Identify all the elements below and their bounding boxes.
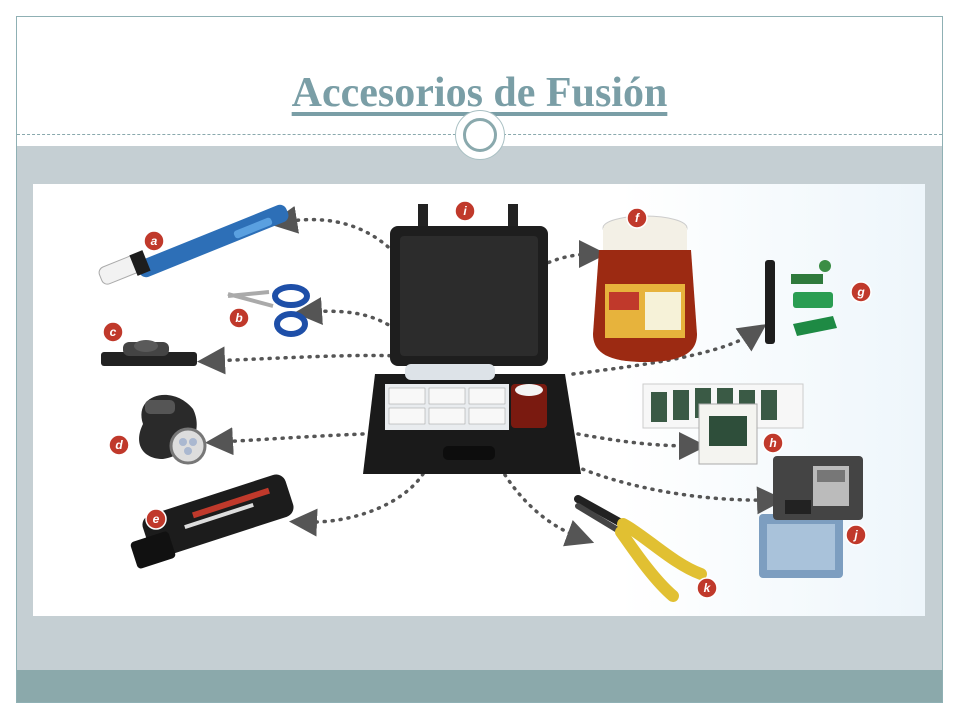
headlamp-icon — [139, 394, 207, 465]
arrow-h — [576, 431, 707, 460]
callout-letter-j: j — [852, 528, 858, 542]
callout-letter-k: k — [704, 581, 712, 595]
callout-letter-a: a — [151, 234, 158, 248]
arrow-c — [197, 346, 400, 375]
callout-letter-f: f — [635, 211, 640, 225]
scissors-icon — [227, 284, 310, 337]
fiber-holder-icon — [101, 340, 197, 366]
callout-badge-g: g — [850, 281, 872, 303]
slide-title: Accesorios de Fusión — [291, 70, 668, 116]
callout-letter-h: h — [769, 436, 776, 450]
callout-letter-d: d — [115, 438, 123, 452]
callout-badge-b: b — [228, 307, 250, 329]
fiber-microscope-icon — [130, 474, 294, 569]
wipes-icon — [642, 383, 804, 465]
diagram-image: a b c d e f g h i j k — [33, 184, 925, 616]
callout-badges: a b c d e f g h i j k — [102, 200, 872, 599]
cleaning-jar-icon — [593, 215, 697, 362]
tool-case-icon — [363, 204, 581, 474]
slide-frame — [16, 16, 943, 703]
arrow-b — [294, 297, 415, 346]
callout-letter-c: c — [110, 325, 117, 339]
footer-band — [17, 670, 942, 702]
callout-badge-c: c — [102, 321, 124, 343]
callout-letter-g: g — [856, 285, 865, 299]
callout-letter-i: i — [463, 204, 467, 218]
callout-badge-h: h — [762, 432, 784, 454]
arrow-d — [205, 427, 365, 456]
fiber-cleaver-icon — [759, 456, 863, 578]
callout-letter-b: b — [235, 311, 242, 325]
connector-adapters-icon — [765, 260, 837, 344]
circle-ornament-icon — [455, 110, 505, 160]
fiber-stripper-icon — [574, 495, 707, 602]
callout-letter-e: e — [153, 512, 160, 526]
callout-badge-i: i — [454, 200, 476, 222]
callout-badge-e: e — [145, 508, 167, 530]
arrow-j — [531, 442, 785, 515]
callout-badge-k: k — [696, 577, 718, 599]
callout-badge-a: a — [143, 230, 165, 252]
callout-badge-d: d — [108, 434, 130, 456]
callout-badge-j: j — [845, 524, 867, 546]
fiber-cleaner-pen-icon — [98, 204, 289, 285]
callout-badge-f: f — [626, 207, 648, 229]
